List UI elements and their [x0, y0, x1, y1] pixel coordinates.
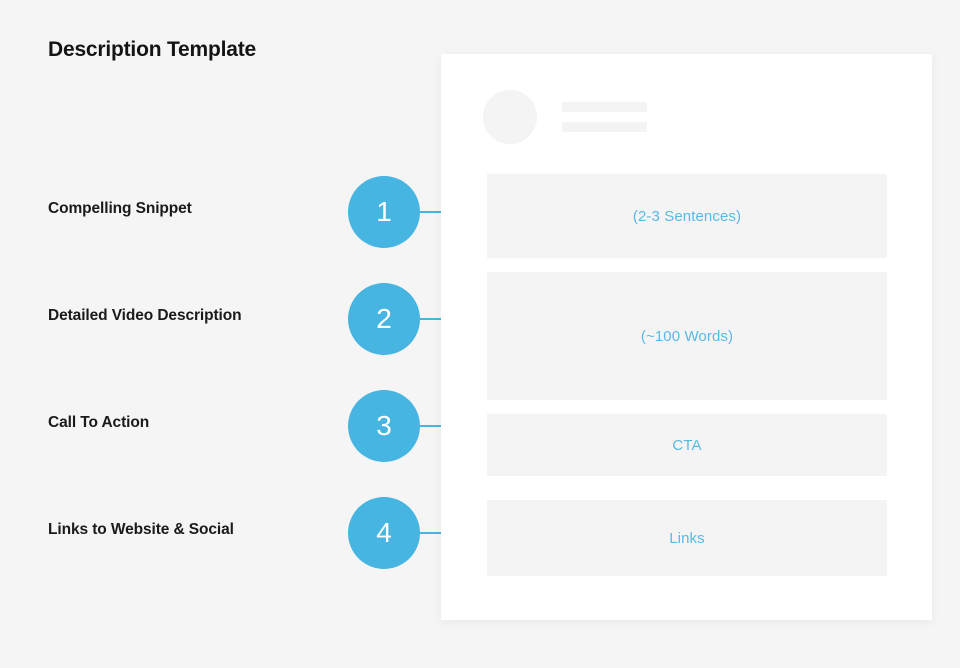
step-marker-3: 3 — [348, 390, 488, 462]
page-title: Description Template — [48, 38, 256, 61]
content-block-snippet: (2-3 Sentences) — [487, 174, 887, 258]
step-number-badge-2: 2 — [348, 283, 420, 355]
content-block-links: Links — [487, 500, 887, 576]
step-label-3: Call To Action — [48, 414, 150, 431]
content-block-label: (~100 Words) — [640, 327, 734, 345]
placeholder-line — [562, 122, 647, 132]
description-mockup-card: (2-3 Sentences) (~100 Words) CTA Links — [441, 54, 932, 620]
content-block-label: CTA — [672, 436, 702, 454]
placeholder-line — [562, 102, 647, 112]
step-label-4: Links to Website & Social — [48, 521, 234, 538]
step-number-badge-1: 1 — [348, 176, 420, 248]
step-label-1: Compelling Snippet — [48, 200, 192, 217]
step-label-2: Detailed Video Description — [48, 307, 242, 324]
content-block-cta: CTA — [487, 414, 887, 476]
avatar — [483, 90, 537, 144]
content-block-label: (2-3 Sentences) — [632, 207, 742, 225]
step-number-badge-4: 4 — [348, 497, 420, 569]
content-block-label: Links — [669, 529, 705, 547]
step-number-badge-3: 3 — [348, 390, 420, 462]
step-marker-4: 4 — [348, 497, 488, 569]
content-block-description: (~100 Words) — [487, 272, 887, 400]
header-placeholder-lines — [562, 102, 647, 132]
card-header — [483, 90, 647, 144]
